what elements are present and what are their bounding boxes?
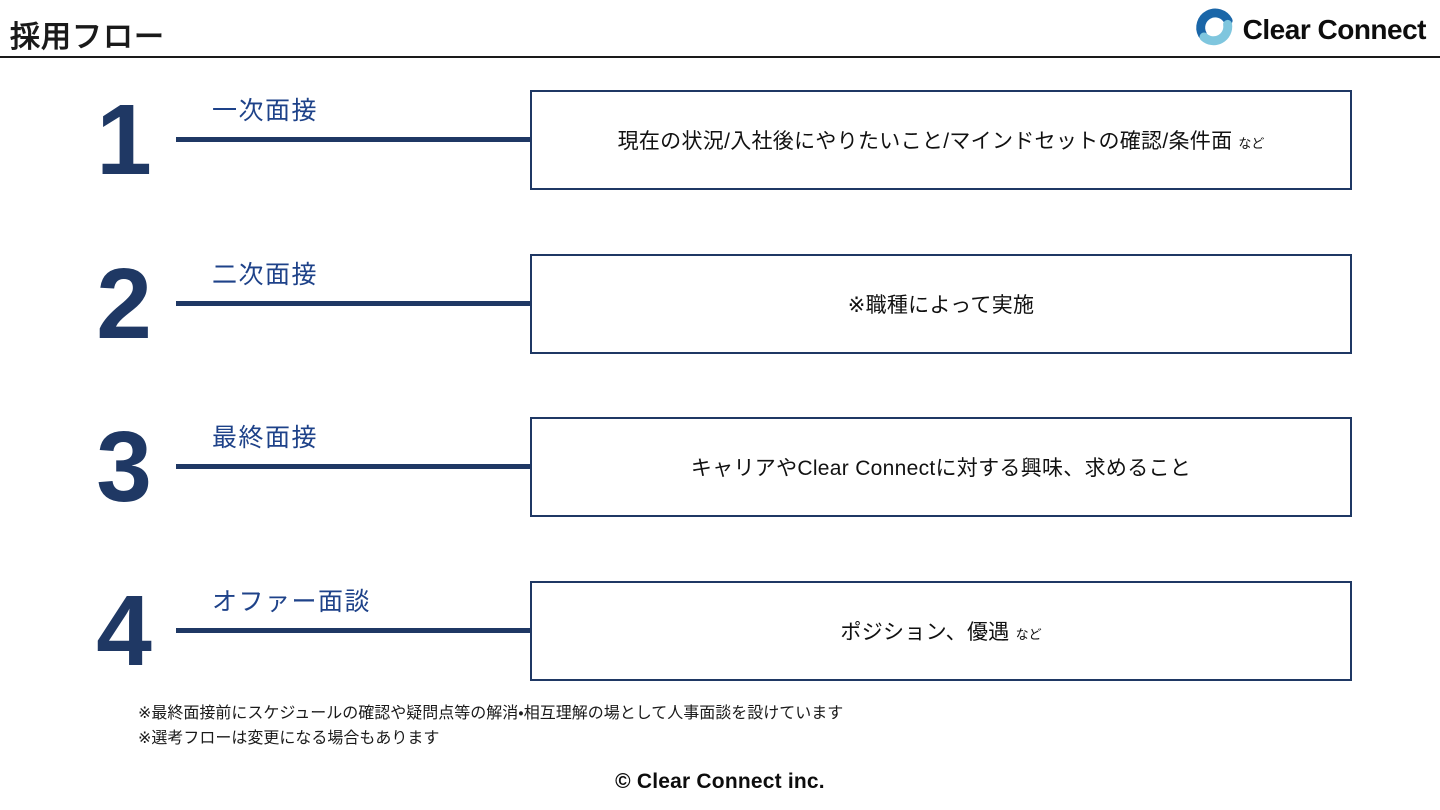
copyright-text: © Clear Connect inc. <box>615 770 825 793</box>
step-row-3: 3 最終面接 キャリアやClear Connectに対する興味、求めること <box>0 411 1440 523</box>
step-description-box: キャリアやClear Connectに対する興味、求めること <box>530 417 1352 517</box>
step-description-box: 現在の状況/入社後にやりたいこと/マインドセットの確認/条件面など <box>530 90 1352 190</box>
step-connector-line <box>176 628 530 633</box>
brand-swirl-icon <box>1194 6 1236 53</box>
step-connector-line <box>176 301 530 306</box>
step-number: 3 <box>96 411 152 523</box>
footnote-line: ※最終面接前にスケジュールの確認や疑問点等の解消・相互理解の場として人事面談を設… <box>138 705 844 722</box>
step-description: ポジション、優遇 <box>840 621 1010 644</box>
page-title: 採用フロー <box>10 21 165 54</box>
step-connector-line <box>176 464 530 469</box>
step-label: 二次面接 <box>212 261 319 289</box>
step-description-box: ポジション、優遇など <box>530 581 1352 681</box>
step-description-suffix: など <box>1238 136 1265 151</box>
step-row-4: 4 オファー面談 ポジション、優遇など <box>0 575 1440 687</box>
step-row-2: 2 二次面接 ※職種によって実施 <box>0 248 1440 360</box>
step-description: ※職種によって実施 <box>847 294 1035 317</box>
step-label: 一次面接 <box>212 97 319 125</box>
brand-logo-text: Clear Connect <box>1242 13 1427 45</box>
step-description: 現在の状況/入社後にやりたいこと/マインドセットの確認/条件面 <box>617 130 1233 153</box>
step-number: 2 <box>96 248 152 360</box>
step-label: 最終面接 <box>212 424 319 452</box>
step-description: キャリアやClear Connectに対する興味、求めること <box>690 457 1192 480</box>
step-number: 1 <box>96 84 152 196</box>
step-number: 4 <box>96 575 152 687</box>
step-row-1: 1 一次面接 現在の状況/入社後にやりたいこと/マインドセットの確認/条件面など <box>0 84 1440 196</box>
step-connector-line <box>176 137 530 142</box>
brand-logo: Clear Connect <box>1194 6 1427 53</box>
step-description-box: ※職種によって実施 <box>530 254 1352 354</box>
header-divider <box>0 56 1440 58</box>
step-description-suffix: など <box>1015 627 1042 642</box>
footnote-line: ※選考フローは変更になる場合もあります <box>138 730 440 747</box>
footnotes: ※最終面接前にスケジュールの確認や疑問点等の解消・相互理解の場として人事面談を設… <box>138 701 843 751</box>
step-label: オファー面談 <box>212 588 372 616</box>
